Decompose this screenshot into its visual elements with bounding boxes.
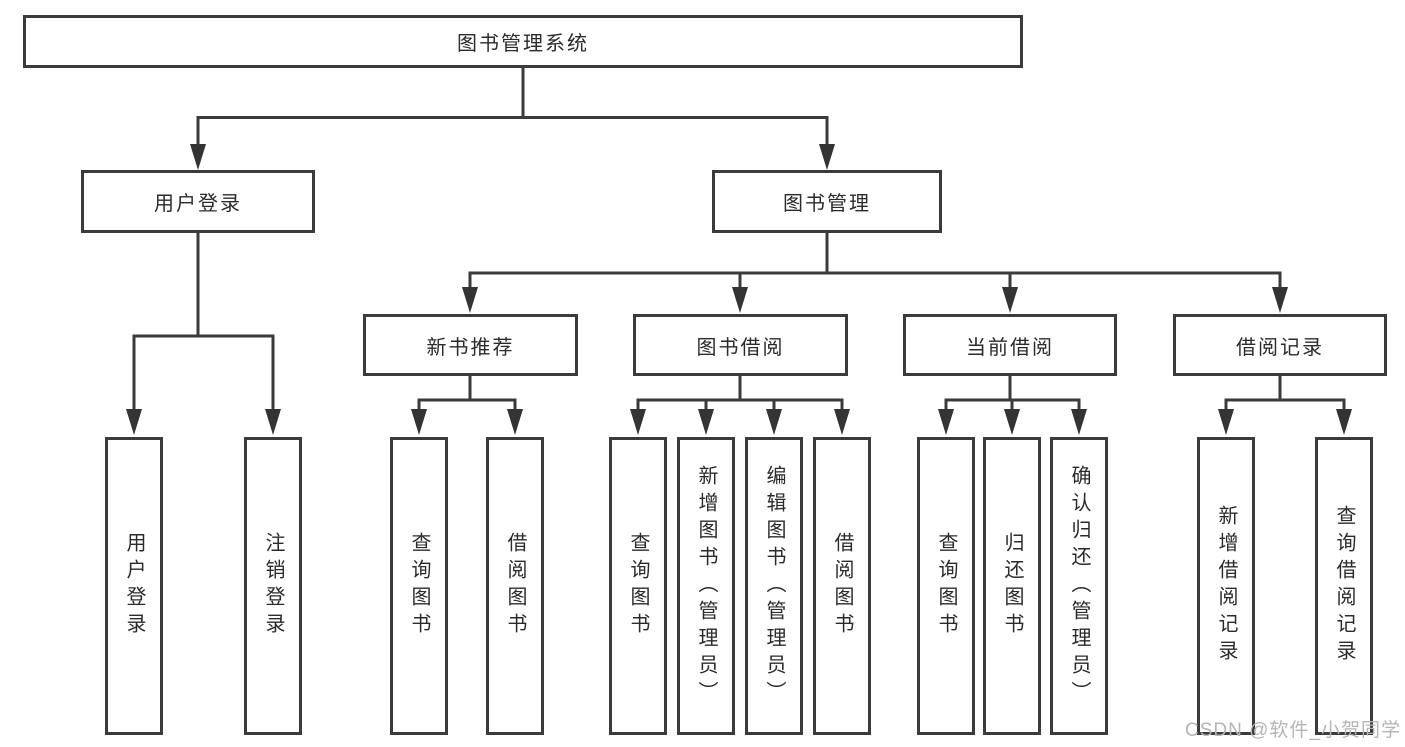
node-leaf-query-books-3-label: 查询图书 — [935, 532, 957, 640]
node-leaf-query-books-3: 查询图书 — [917, 437, 975, 735]
node-leaf-add-books-admin-label: 新增图书（管理员） — [695, 464, 717, 708]
node-book-management: 图书管理 — [712, 170, 942, 233]
node-leaf-edit-books-admin-label: 编辑图书（管理员） — [763, 464, 785, 708]
node-leaf-logout: 注销登录 — [244, 437, 302, 735]
arrowhead-icon — [938, 409, 954, 435]
node-leaf-user-login-label: 用户登录 — [123, 532, 145, 640]
node-leaf-add-borrow-record: 新增借阅记录 — [1197, 437, 1255, 735]
node-root: 图书管理系统 — [23, 15, 1023, 68]
node-book-management-label: 图书管理 — [783, 193, 871, 215]
node-leaf-query-books-1: 查询图书 — [390, 437, 448, 735]
arrowhead-icon — [1272, 287, 1288, 313]
node-leaf-logout-label: 注销登录 — [262, 532, 284, 640]
node-leaf-add-books-admin: 新增图书（管理员） — [677, 437, 735, 735]
arrowhead-icon — [1218, 409, 1234, 435]
connector-book-borrowing-to-leaves — [630, 376, 850, 435]
arrowhead-icon — [1002, 287, 1018, 313]
arrowhead-icon — [834, 409, 850, 435]
node-new-book-recommendation: 新书推荐 — [363, 314, 578, 376]
arrowhead-icon — [411, 409, 427, 435]
node-leaf-return-books-label: 归还图书 — [1001, 532, 1023, 640]
node-leaf-return-books: 归还图书 — [983, 437, 1041, 735]
node-user-login: 用户登录 — [81, 170, 315, 233]
node-leaf-confirm-return-admin-label: 确认归还（管理员） — [1068, 464, 1090, 708]
arrowhead-icon — [265, 409, 281, 435]
node-leaf-query-books-2-label: 查询图书 — [627, 532, 649, 640]
arrowhead-icon — [126, 409, 142, 435]
node-leaf-query-books-2: 查询图书 — [609, 437, 667, 735]
node-current-borrowing: 当前借阅 — [903, 314, 1117, 376]
node-book-borrowing-label: 图书借阅 — [696, 336, 785, 359]
node-leaf-borrow-books-1: 借阅图书 — [486, 437, 544, 735]
connector-book-management-to-level3 — [462, 233, 1288, 313]
arrowhead-icon — [1004, 409, 1020, 435]
node-leaf-query-borrow-record-label: 查询借阅记录 — [1333, 505, 1355, 667]
connector-user-login-to-leaves — [126, 233, 281, 435]
node-leaf-add-borrow-record-label: 新增借阅记录 — [1215, 505, 1237, 667]
csdn-watermark: CSDN @软件_小贺同学 — [1185, 720, 1401, 741]
connector-root-to-level2 — [190, 68, 835, 170]
node-leaf-query-books-1-label: 查询图书 — [408, 532, 430, 640]
connector-current-borrowing-to-leaves — [938, 376, 1087, 435]
node-leaf-borrow-books-2: 借阅图书 — [813, 437, 871, 735]
connector-borrowing-records-to-leaves — [1218, 376, 1352, 435]
node-borrowing-records-label: 借阅记录 — [1236, 336, 1324, 359]
node-leaf-user-login: 用户登录 — [105, 437, 163, 735]
node-leaf-query-borrow-record: 查询借阅记录 — [1315, 437, 1373, 735]
node-current-borrowing-label: 当前借阅 — [966, 336, 1054, 359]
arrowhead-icon — [1071, 409, 1087, 435]
node-user-login-label: 用户登录 — [154, 193, 242, 215]
arrowhead-icon — [190, 144, 206, 170]
arrowhead-icon — [630, 409, 646, 435]
connector-new-book-recommendation-to-leaves — [411, 376, 523, 435]
node-leaf-borrow-books-1-label: 借阅图书 — [504, 532, 526, 640]
arrowhead-icon — [732, 287, 748, 313]
arrowhead-icon — [1336, 409, 1352, 435]
arrowhead-icon — [507, 409, 523, 435]
node-borrowing-records: 借阅记录 — [1173, 314, 1387, 376]
arrowhead-icon — [819, 144, 835, 170]
arrowhead-icon — [698, 409, 714, 435]
node-root-label: 图书管理系统 — [457, 33, 589, 55]
arrowhead-icon — [766, 409, 782, 435]
node-leaf-edit-books-admin: 编辑图书（管理员） — [745, 437, 803, 735]
arrowhead-icon — [462, 287, 478, 313]
node-leaf-confirm-return-admin: 确认归还（管理员） — [1050, 437, 1108, 735]
node-book-borrowing: 图书借阅 — [633, 314, 848, 376]
node-new-book-recommendation-label: 新书推荐 — [426, 336, 515, 359]
node-leaf-borrow-books-2-label: 借阅图书 — [831, 532, 853, 640]
